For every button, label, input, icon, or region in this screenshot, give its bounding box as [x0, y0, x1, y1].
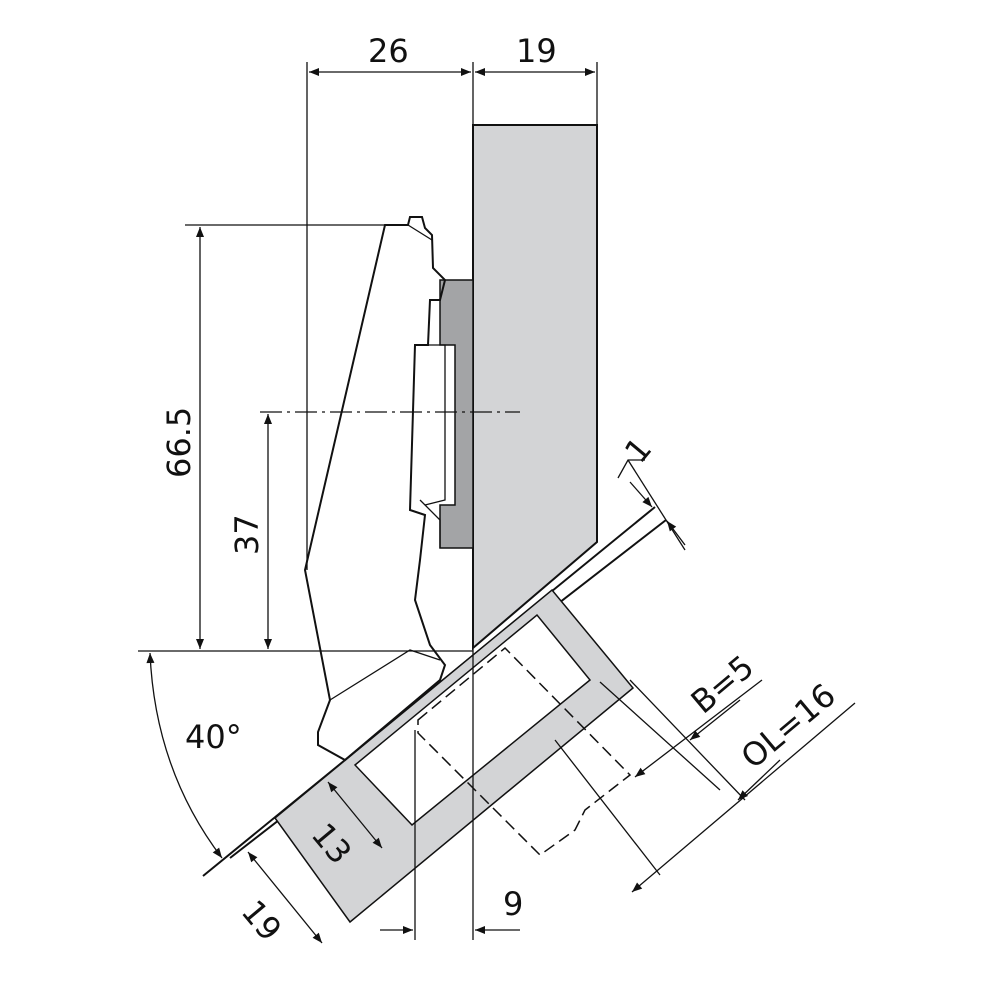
- ext-line: [554, 739, 661, 876]
- ext-line: [629, 679, 746, 801]
- dim-ol16: [631, 702, 856, 893]
- label-19-door: 19: [234, 893, 289, 949]
- arm-detail: [329, 224, 446, 701]
- dim-40-arc: [146, 652, 223, 859]
- label-66-5: 66.5: [160, 407, 198, 478]
- label-26: 26: [368, 32, 409, 70]
- label-1: 1: [617, 430, 659, 470]
- dim-1-leader: [617, 459, 645, 479]
- dim-1-arrow-b: [666, 520, 686, 546]
- dim-1-arrow-a: [629, 481, 653, 508]
- label-40: 40°: [185, 718, 242, 756]
- label-37: 37: [228, 514, 266, 555]
- ext-line: [599, 681, 721, 791]
- dim-19-door: [247, 851, 323, 944]
- hinge-arm: [303, 216, 447, 762]
- dim-13: [327, 781, 383, 849]
- dim-ol16-arrow: [737, 759, 781, 801]
- label-ol16: OL=16: [734, 676, 843, 776]
- dim-b5-arrow: [689, 699, 741, 741]
- label-9: 9: [503, 885, 523, 923]
- label-19-top: 19: [516, 32, 557, 70]
- dim-b5: [634, 679, 763, 778]
- dim-1: [627, 459, 686, 551]
